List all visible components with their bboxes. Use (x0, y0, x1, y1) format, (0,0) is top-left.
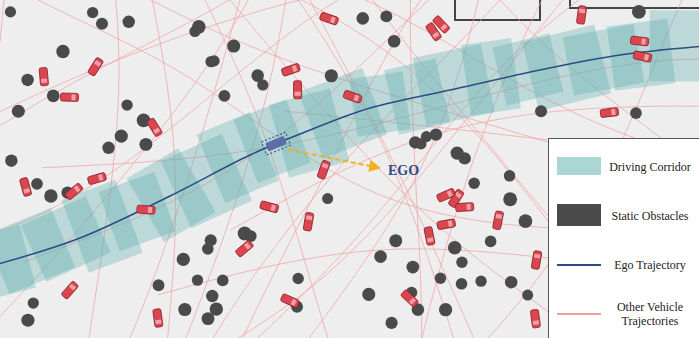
legend-text: Static Obstacles (605, 209, 695, 223)
callout-label: EGO (388, 163, 419, 179)
legend-entry: Ego Trajectory (549, 241, 699, 289)
legend-entry: Driving Corridor (549, 143, 699, 191)
legend-text: Other Vehicle Trajectories (605, 300, 695, 328)
legend-swatch (557, 204, 601, 226)
ego-vehicle (261, 132, 290, 155)
legend-entry: Static Obstacles (549, 192, 699, 240)
legend-line (557, 312, 601, 316)
legend-text: Driving Corridor (605, 160, 695, 174)
legend-swatch (557, 157, 601, 175)
legend-panel: Driving CorridorStatic ObstaclesEgo Traj… (548, 138, 699, 338)
legend-entry: Other Vehicle Trajectories (549, 290, 699, 338)
legend-line (557, 263, 601, 267)
callout-arrow (288, 150, 380, 168)
legend-text: Ego Trajectory (605, 258, 695, 272)
